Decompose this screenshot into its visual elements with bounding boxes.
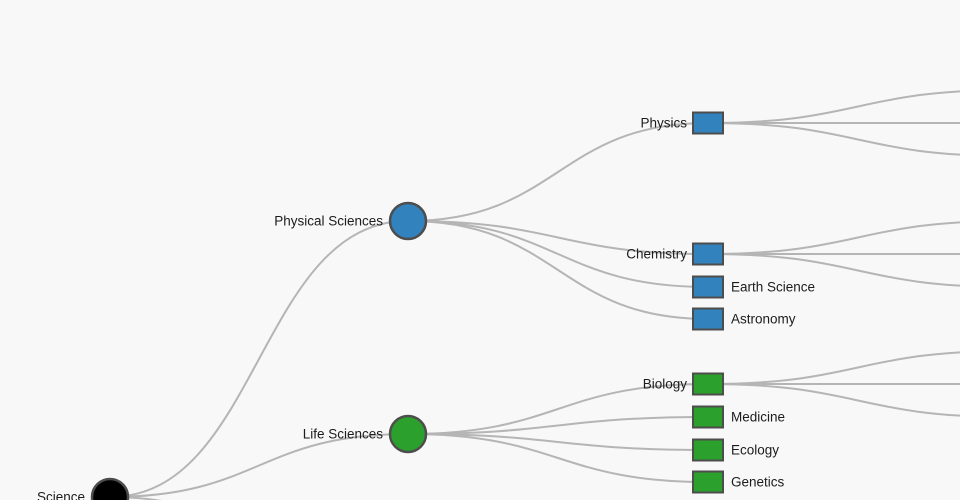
tree-edges-layer: [109, 90, 960, 500]
tree-node-label-chemistry: Chemistry: [626, 247, 687, 262]
tree-node-label-astronomy: Astronomy: [731, 312, 796, 327]
tree-node-science[interactable]: [90, 477, 130, 500]
tree-node-label-science: Science: [37, 490, 85, 500]
tree-node-medicine[interactable]: [692, 405, 724, 429]
tree-node-label-ecology: Ecology: [731, 443, 779, 458]
tree-edge: [407, 220, 709, 320]
tree-edge: [407, 433, 709, 483]
tree-edge: [109, 433, 409, 498]
tree-node-life-sciences[interactable]: [388, 414, 428, 454]
tree-node-label-biology: Biology: [643, 377, 688, 392]
tree-node-physics[interactable]: [692, 111, 724, 135]
tree-edge: [407, 383, 709, 435]
tree-node-physical-sciences[interactable]: [388, 201, 428, 241]
tree-edge: [407, 220, 709, 288]
tree-edge: [407, 122, 709, 222]
tree-nodes-layer: [90, 111, 724, 500]
tree-node-genetics[interactable]: [692, 470, 724, 494]
tree-edge: [109, 220, 409, 498]
tree-edge: [707, 383, 960, 417]
tree-node-label-life-sciences: Life Sciences: [303, 427, 384, 442]
tree-node-label-genetics: Genetics: [731, 475, 785, 490]
tree-node-label-medicine: Medicine: [731, 410, 785, 425]
tree-node-label-physical-sciences: Physical Sciences: [274, 214, 383, 229]
tree-node-ecology[interactable]: [692, 438, 724, 462]
tree-edge: [707, 122, 960, 156]
tree-edge: [707, 253, 960, 287]
tree-edge: [707, 90, 960, 124]
tree-node-biology[interactable]: [692, 372, 724, 396]
tree-edge: [407, 433, 709, 451]
tree-node-earth-science[interactable]: [692, 275, 724, 299]
tree-edge: [407, 416, 709, 435]
tree-node-label-physics: Physics: [640, 116, 687, 131]
tree-edge: [707, 221, 960, 255]
tree-node-chemistry[interactable]: [692, 242, 724, 266]
tree-node-label-earth-science: Earth Science: [731, 280, 815, 295]
tree-edge: [707, 351, 960, 385]
tree-edge: [407, 220, 709, 255]
tree-node-astronomy[interactable]: [692, 307, 724, 331]
